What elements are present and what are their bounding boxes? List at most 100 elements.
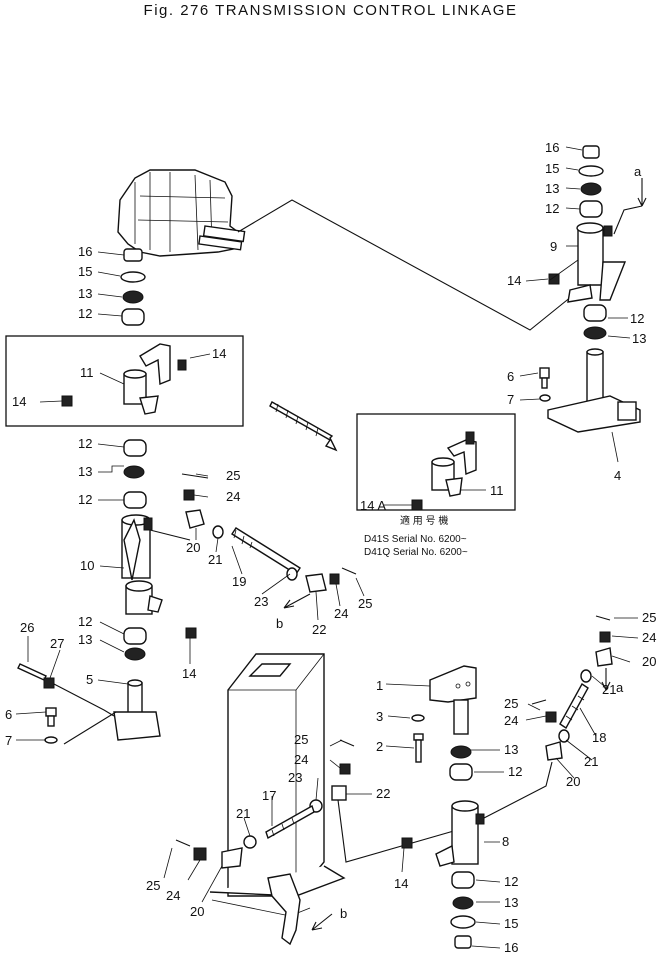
left-upper-stack bbox=[120, 248, 146, 326]
rod-18-to-lever8 bbox=[483, 761, 553, 819]
left-lower-assembly bbox=[17, 627, 197, 744]
callout-a: a bbox=[634, 164, 642, 179]
callout-24: 24 bbox=[166, 888, 180, 903]
inset-box-right bbox=[356, 413, 516, 511]
callout-14: 14 bbox=[394, 876, 408, 891]
callout-24: 24 bbox=[226, 489, 240, 504]
callout-24: 24 bbox=[334, 606, 348, 621]
arrow-b-middle bbox=[283, 593, 311, 609]
callout-9: 9 bbox=[550, 239, 557, 254]
leader-10-rod bbox=[149, 529, 191, 541]
callout-12: 12 bbox=[78, 306, 92, 321]
callout-15: 15 bbox=[78, 264, 92, 279]
upper-right-lever-group bbox=[539, 145, 641, 433]
callout-13: 13 bbox=[632, 331, 646, 346]
callout-6: 6 bbox=[5, 707, 12, 722]
callout-2: 2 bbox=[376, 739, 383, 754]
inset-box-left bbox=[5, 335, 244, 427]
arrow-b-bottom bbox=[311, 913, 333, 931]
callout-17: 17 bbox=[262, 788, 276, 803]
serial-line-d41s: D41S Serial No. 6200~ bbox=[364, 534, 467, 545]
callout-16: 16 bbox=[504, 940, 518, 955]
serial-header: 適 用 号 機 bbox=[400, 514, 448, 527]
rod-console-to-lever8 bbox=[337, 799, 479, 863]
callout-25: 25 bbox=[146, 878, 160, 893]
callout-4: 4 bbox=[614, 468, 621, 483]
control-valve-body bbox=[117, 169, 246, 257]
rod-17-assembly bbox=[175, 739, 355, 869]
callout-14: 14 bbox=[12, 394, 26, 409]
callout-21: 21 bbox=[208, 552, 222, 567]
arrow-a-top bbox=[637, 178, 647, 207]
callout-25: 25 bbox=[358, 596, 372, 611]
callout-12: 12 bbox=[545, 201, 559, 216]
callout-14: 14 bbox=[212, 346, 226, 361]
callout-25: 25 bbox=[504, 696, 518, 711]
callout-3: 3 bbox=[376, 709, 383, 724]
callout-13: 13 bbox=[504, 742, 518, 757]
leader-a-top bbox=[613, 205, 643, 235]
callout-25: 25 bbox=[294, 732, 308, 747]
callout-16: 16 bbox=[78, 244, 92, 259]
callout-1: 1 bbox=[376, 678, 383, 693]
callout-11: 11 bbox=[490, 483, 504, 498]
figure-title: Fig. 276 TRANSMISSION CONTROL LINKAGE bbox=[143, 2, 518, 19]
callout-10: 10 bbox=[80, 558, 94, 573]
callout-14A: 14 A bbox=[360, 498, 386, 513]
callout-22: 22 bbox=[376, 786, 390, 801]
callout-23: 23 bbox=[288, 770, 302, 785]
callout-27: 27 bbox=[50, 636, 64, 651]
callout-21: 21 bbox=[584, 754, 598, 769]
leader-lines bbox=[15, 146, 639, 949]
callout-25: 25 bbox=[226, 468, 240, 483]
callout-labels: 16 15 13 12 a 9 14 12 13 6 7 4 16 15 13 … bbox=[5, 140, 656, 955]
callout-24: 24 bbox=[294, 752, 308, 767]
callout-20: 20 bbox=[642, 654, 656, 669]
callout-14: 14 bbox=[182, 666, 196, 681]
callout-19: 19 bbox=[232, 574, 246, 589]
left-middle-assembly bbox=[121, 439, 163, 615]
callout-8: 8 bbox=[502, 834, 509, 849]
callout-12: 12 bbox=[78, 614, 92, 629]
view-direction-arrow bbox=[269, 401, 338, 452]
callout-12: 12 bbox=[78, 436, 92, 451]
lower-right-assembly bbox=[401, 665, 485, 949]
callout-21: 21 bbox=[602, 682, 616, 697]
callout-a: a bbox=[616, 680, 624, 695]
callout-18: 18 bbox=[592, 730, 606, 745]
callout-6: 6 bbox=[507, 369, 514, 384]
callout-12: 12 bbox=[508, 764, 522, 779]
callout-7: 7 bbox=[507, 392, 514, 407]
callout-b: b bbox=[340, 906, 347, 921]
callout-23: 23 bbox=[254, 594, 268, 609]
callout-7: 7 bbox=[5, 733, 12, 748]
rod-valve-to-lever bbox=[237, 199, 583, 331]
callout-22: 22 bbox=[312, 622, 326, 637]
callout-20: 20 bbox=[186, 540, 200, 555]
callout-13: 13 bbox=[78, 464, 92, 479]
callout-26: 26 bbox=[20, 620, 34, 635]
callout-15: 15 bbox=[504, 916, 518, 931]
callout-b: b bbox=[276, 616, 283, 631]
callout-12: 12 bbox=[630, 311, 644, 326]
callout-15: 15 bbox=[545, 161, 559, 176]
rod-18-assembly bbox=[531, 615, 613, 761]
callout-13: 13 bbox=[78, 286, 92, 301]
console-housing bbox=[209, 653, 346, 946]
callout-24: 24 bbox=[504, 713, 518, 728]
inset-right-lever bbox=[411, 431, 477, 511]
callout-13: 13 bbox=[545, 181, 559, 196]
callout-11: 11 bbox=[80, 365, 94, 380]
callout-16: 16 bbox=[545, 140, 559, 155]
callout-21: 21 bbox=[236, 806, 250, 821]
callout-5: 5 bbox=[86, 672, 93, 687]
callout-20: 20 bbox=[190, 904, 204, 919]
callout-20: 20 bbox=[566, 774, 580, 789]
callout-25: 25 bbox=[642, 610, 656, 625]
inset-left-lever bbox=[61, 343, 187, 415]
callout-24: 24 bbox=[642, 630, 656, 645]
leader-27-bracket bbox=[53, 683, 115, 717]
callout-12: 12 bbox=[78, 492, 92, 507]
